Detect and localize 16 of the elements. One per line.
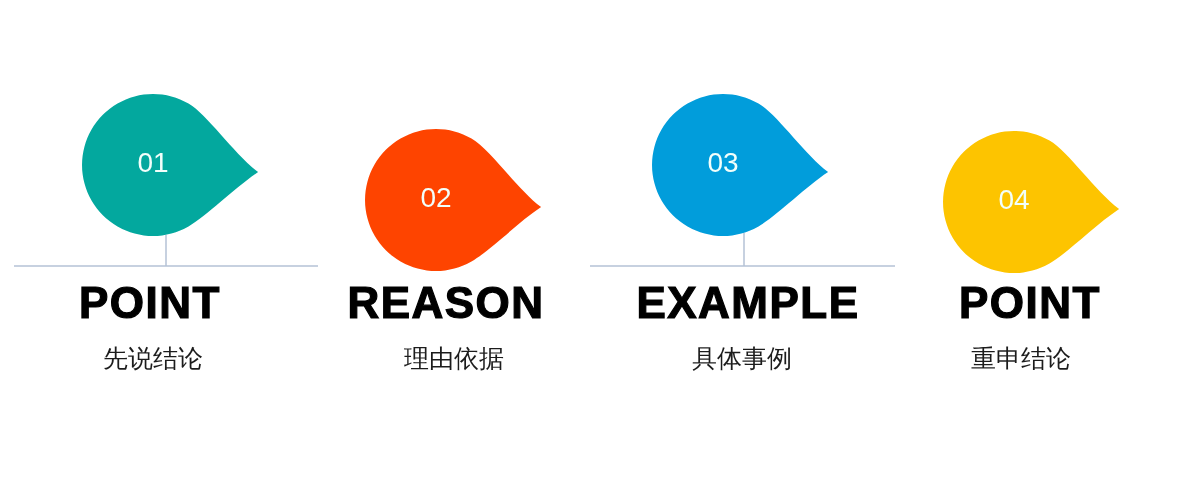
teardrop-node: [652, 94, 830, 236]
step-heading: REASON: [347, 281, 545, 325]
step-heading: POINT: [79, 281, 221, 325]
step-heading: POINT: [959, 281, 1101, 325]
teardrop-node: [943, 131, 1121, 273]
step-number: 04: [998, 186, 1030, 214]
step-number: 03: [707, 149, 739, 177]
step-number: 01: [137, 149, 169, 177]
step-subtitle: 理由依据: [404, 346, 504, 371]
step-number: 02: [420, 184, 452, 212]
teardrop-node: [365, 129, 543, 271]
step-subtitle: 重申结论: [971, 346, 1071, 371]
step-subtitle: 先说结论: [103, 346, 203, 371]
teardrop-node: [82, 94, 260, 236]
step-heading: EXAMPLE: [636, 281, 860, 325]
step-subtitle: 具体事例: [692, 346, 792, 371]
